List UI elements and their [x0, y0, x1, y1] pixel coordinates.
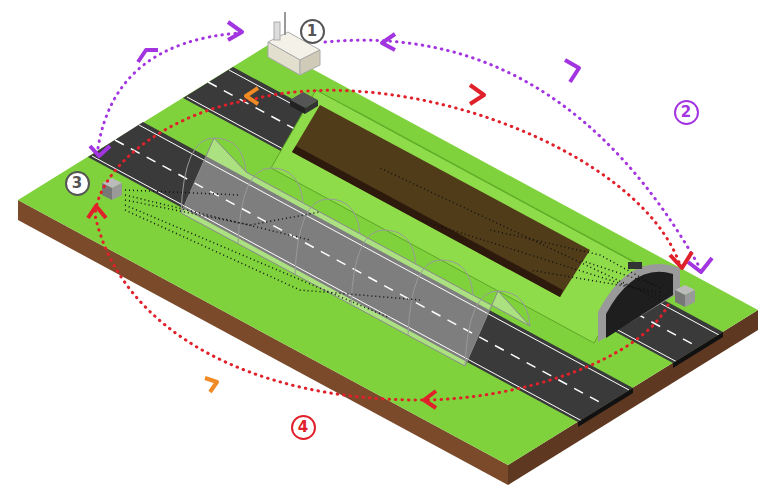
- callout-text: 3: [72, 176, 82, 191]
- wireless-link: [98, 33, 700, 268]
- callout-number: 2: [674, 100, 699, 125]
- data-loop: [95, 90, 680, 400]
- callout-number: 4: [291, 415, 316, 440]
- road-side: [673, 332, 723, 368]
- sensor-box: [102, 178, 122, 200]
- signal-lines: [125, 168, 660, 318]
- callout-text: 1: [307, 24, 317, 39]
- sensor-box: [675, 285, 695, 307]
- callout-text: 4: [298, 420, 308, 435]
- callout-text: 2: [681, 105, 691, 120]
- ground-top: [18, 45, 758, 465]
- tube-ribs: [181, 138, 530, 366]
- road-side: [578, 388, 633, 427]
- truck: [290, 92, 318, 114]
- tunnel-portal: [606, 272, 673, 338]
- portal-sign: [628, 262, 642, 269]
- arrowhead: [90, 22, 712, 272]
- arrowhead: [88, 85, 692, 408]
- glass-tube: [181, 138, 530, 366]
- callout-number: 3: [65, 171, 90, 196]
- callout-number: 1: [300, 19, 325, 44]
